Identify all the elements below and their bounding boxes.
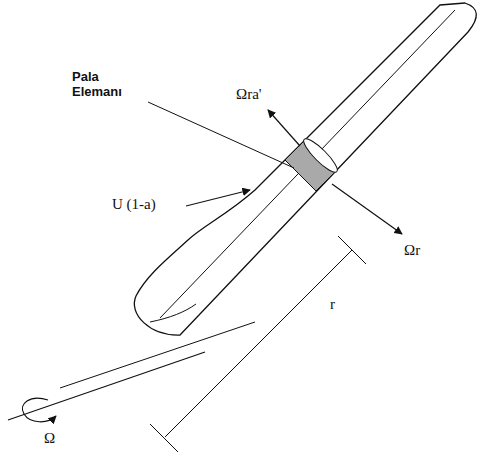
velocity-label: Ωr [404, 242, 420, 259]
dimension-tick [150, 424, 178, 452]
rotor-axis [8, 352, 205, 420]
dimension-tick [338, 236, 366, 264]
radius-dimension [165, 250, 352, 437]
axial-wind-arrow [186, 190, 250, 206]
rotation-arrow [22, 398, 56, 422]
part-label: Pala Elemanı [72, 70, 144, 100]
velocity-label: U (1-a) [112, 196, 156, 213]
rotation-label: Ω [44, 430, 55, 447]
dimension-label: r [330, 296, 335, 313]
blade-root-line [150, 304, 196, 322]
leader-line [148, 102, 294, 168]
element-section [300, 135, 341, 176]
tangential-induced-arrow [268, 110, 300, 146]
axis-line [60, 322, 255, 388]
blade-spar-line [160, 10, 455, 318]
blade-outline [134, 3, 476, 335]
rotational-speed-arrow [332, 184, 402, 234]
velocity-label: Ωra' [236, 86, 262, 103]
